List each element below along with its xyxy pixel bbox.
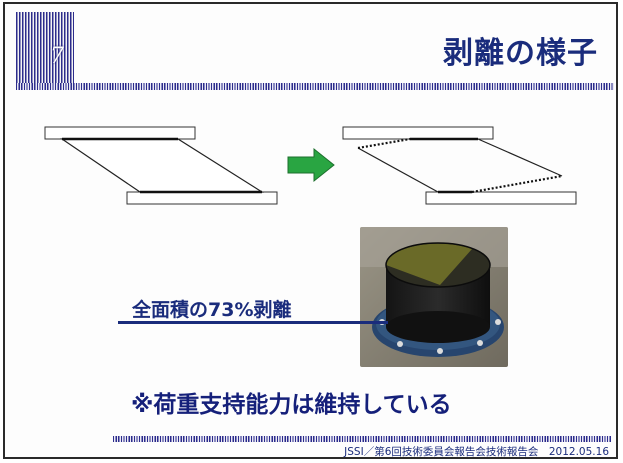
bearing-after-diagram [342, 126, 577, 205]
debonded-bottom [471, 174, 563, 194]
rubber-side-left [357, 147, 439, 193]
rubber-body [60, 138, 265, 193]
upper-plate [44, 126, 196, 140]
slide-title: 剥離の様子 [443, 36, 598, 71]
green-arrow-icon [287, 147, 335, 183]
upper-plate [342, 126, 494, 140]
specimen-photo [360, 227, 508, 367]
footer-divider [113, 436, 611, 442]
slide-footer: JSSI／第6回技術委員会報告会技術報告会 2012.05.16 [344, 446, 609, 458]
load-capacity-note: ※荷重支持能力は維持している [131, 392, 452, 418]
slide-frame [3, 2, 618, 459]
slide-number: 7 [50, 44, 64, 69]
title-divider [16, 83, 614, 90]
rubber-side-right [477, 138, 563, 177]
callout-underline [118, 321, 388, 324]
rubber-bearing-photo [360, 227, 508, 367]
debonded-top [357, 137, 411, 150]
slide-number-badge [16, 12, 74, 86]
lower-plate [126, 191, 278, 205]
bearing-before-diagram [44, 126, 278, 205]
lower-plate [425, 191, 577, 205]
debonding-ratio-label: 全面積の73%剥離 [132, 299, 292, 321]
